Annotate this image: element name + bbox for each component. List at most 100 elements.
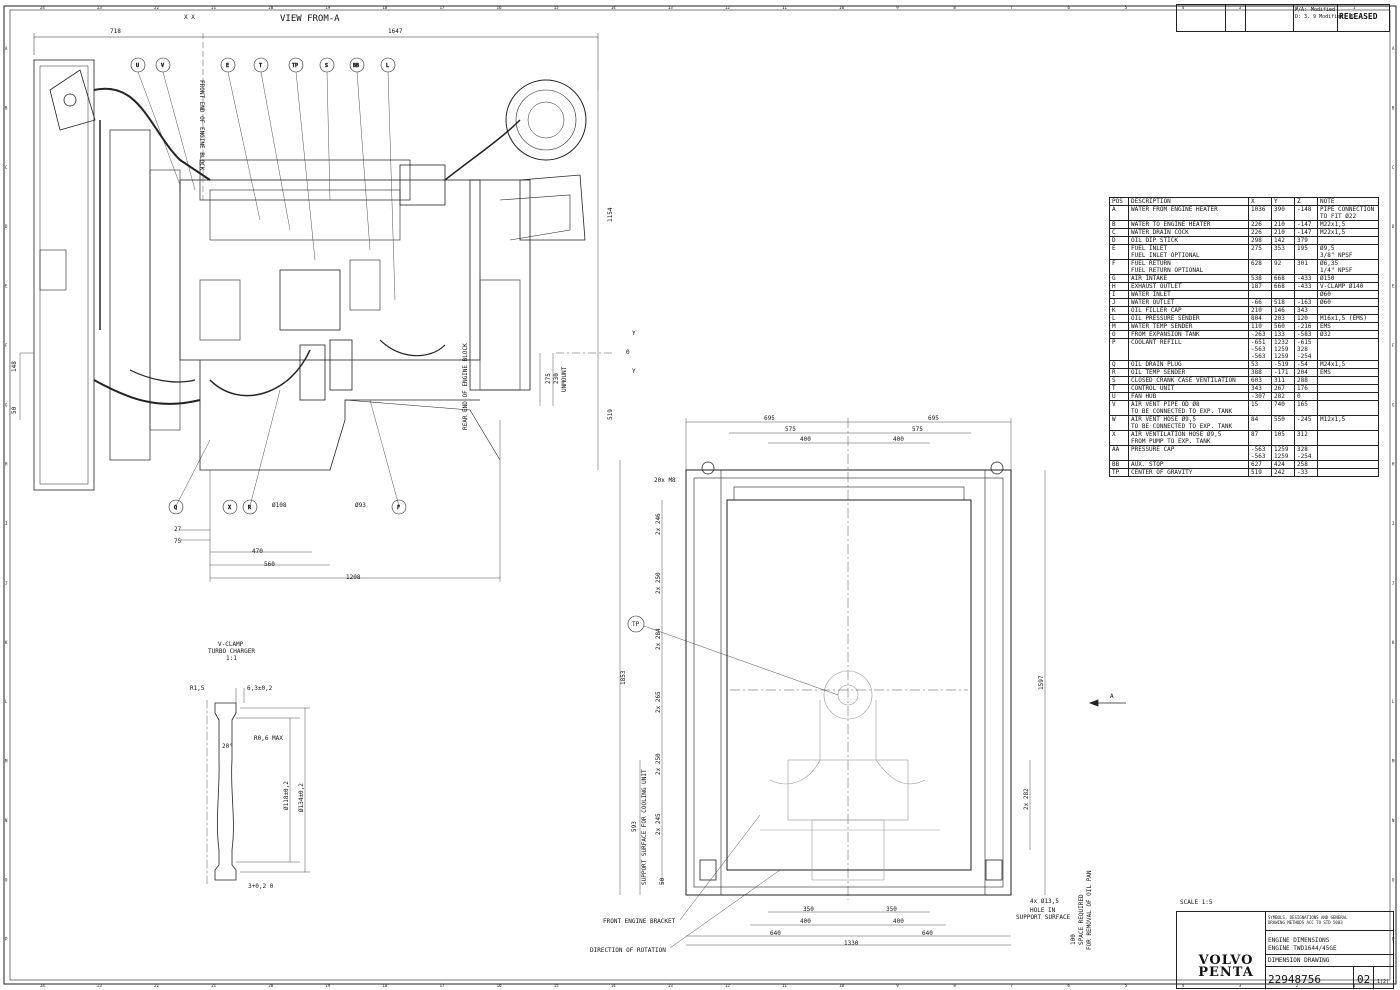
hole-note-1: 4x Ø13,5 <box>1030 898 1059 905</box>
zone-number-bottom: 10 <box>839 983 844 988</box>
table-cell: AUX. STOP <box>1128 460 1249 469</box>
table-cell: 311 <box>1271 376 1295 385</box>
table-cell: G <box>1109 274 1129 283</box>
callout-tp: TP <box>292 63 298 69</box>
callout-l: L <box>386 63 389 69</box>
dim-1597: 1597 <box>1038 675 1045 690</box>
table-cell: 343 <box>1294 306 1318 315</box>
title-block: SYMBOLS, DESIGNATIONS AND GENERAL DRAWIN… <box>1176 911 1394 989</box>
dim-350-left: 350 <box>803 906 814 913</box>
callout-e: E <box>226 63 229 69</box>
zone-letter-right: J <box>1392 580 1394 585</box>
zone-letter-left: G <box>5 402 8 407</box>
table-cell: 804 <box>1248 314 1272 323</box>
callout-u: U <box>136 63 139 69</box>
zone-letter-left: B <box>5 105 8 110</box>
dia-93: Ø93 <box>355 502 366 509</box>
rear-end-label: REAR END OF ENGINE BLOCK <box>462 343 469 430</box>
table-header: X <box>1248 197 1272 206</box>
dim-unmount: UNMOUNT <box>561 366 568 392</box>
zone-number-top: 7 <box>1010 5 1013 10</box>
zone-number-bottom: 22 <box>154 983 159 988</box>
dim-560: 560 <box>264 561 275 568</box>
mod-detail: D: 3. 9 Modified: MD <box>1295 14 1356 20</box>
table-cell: M16x1,5 (EMS) <box>1317 314 1379 323</box>
dim-148: 148 <box>11 361 18 372</box>
table-cell: S <box>1109 376 1129 385</box>
zone-number-top: 19 <box>325 5 330 10</box>
vclamp-subtitle: TURBO CHARGER <box>208 648 255 655</box>
table-cell: M <box>1109 322 1129 331</box>
zone-letter-left: C <box>5 165 8 170</box>
table-cell <box>1317 460 1379 469</box>
table-cell: 210 <box>1271 228 1295 237</box>
callout-circle <box>242 499 258 515</box>
mod-label: Modified <box>1311 7 1336 13</box>
zone-number-bottom: 7 <box>1010 983 1013 988</box>
table-cell: 740 <box>1271 400 1295 416</box>
zone-number-top: 14 <box>611 5 616 10</box>
y-mark-mid: 0 <box>626 349 630 356</box>
table-cell: -54 <box>1294 360 1318 369</box>
table-cell: -433 <box>1294 274 1318 283</box>
table-cell: 15 <box>1248 400 1272 416</box>
table-cell: 668 <box>1271 282 1295 291</box>
table-cell: 133 <box>1271 330 1295 339</box>
dim-100: 100 <box>1070 934 1077 945</box>
table-cell: 110 <box>1248 322 1272 331</box>
table-cell: 288 <box>1294 376 1318 385</box>
table-cell: 210 <box>1271 220 1295 229</box>
zone-letter-right: M <box>1392 759 1395 764</box>
chain-dim: 2x 250 <box>655 572 662 594</box>
symbols-note: SYMBOLS, DESIGNATIONS AND GENERAL DRAWIN… <box>1268 915 1348 925</box>
callout-r: R <box>248 505 252 511</box>
table-cell: K <box>1109 306 1129 315</box>
table-cell: EMS <box>1317 322 1379 331</box>
table-cell: PIPE CONNECTION TO FIT Ø22 <box>1317 205 1379 221</box>
table-cell: 603 <box>1248 376 1272 385</box>
zone-letter-right: I <box>1392 521 1395 526</box>
table-cell: 550 <box>1271 415 1295 431</box>
zone-number-top: 20 <box>268 5 273 10</box>
table-cell: 328 -254 <box>1294 445 1318 461</box>
table-cell: EXHAUST OUTLET <box>1128 282 1249 291</box>
zone-number-bottom: 2 <box>1296 983 1299 988</box>
table-cell: AIR INTAKE <box>1128 274 1249 283</box>
table-cell: COOLANT REFILL <box>1128 338 1249 361</box>
dim-1208: 1208 <box>346 574 361 581</box>
zone-letter-right: C <box>1392 165 1395 170</box>
table-cell: FAN HUB <box>1128 392 1249 401</box>
zone-number-bottom: 15 <box>554 983 559 988</box>
zone-number-bottom: 12 <box>725 983 730 988</box>
zone-number-bottom: 23 <box>97 983 102 988</box>
table-cell: CONTROL UNIT <box>1128 384 1249 393</box>
zone-letter-right: B <box>1392 105 1395 110</box>
table-cell: -147 <box>1294 220 1318 229</box>
table-cell: C <box>1109 228 1129 237</box>
table-cell: 267 <box>1271 384 1295 393</box>
table-cell: CLOSED CRANK CASE VENTILATION <box>1128 376 1249 385</box>
table-cell <box>1317 338 1379 361</box>
table-cell: 518 <box>1271 298 1295 307</box>
chain-dim: 2x 245 <box>655 813 662 835</box>
zone-letter-left: D <box>5 224 8 229</box>
table-cell: TP <box>1109 468 1129 477</box>
vclamp-ang: 20° <box>222 743 233 750</box>
table-cell: A <box>1109 205 1129 221</box>
table-cell: AIR VENT HOSE Ø9,5 TO BE CONNECTED TO EX… <box>1128 415 1249 431</box>
hole-note-3: SUPPORT SURFACE <box>1016 914 1071 921</box>
zone-number-bottom: 9 <box>896 983 899 988</box>
zone-number-top: 11 <box>782 5 787 10</box>
dim-695-left: 695 <box>764 415 775 422</box>
table-cell: OIL FILLER CAP <box>1128 306 1249 315</box>
table-cell: 388 <box>1248 368 1272 377</box>
table-cell: -583 <box>1294 330 1318 339</box>
table-cell: Ø32 <box>1317 330 1379 339</box>
dim-400-br: 400 <box>893 918 904 925</box>
table-cell: WATER OUTLET <box>1128 298 1249 307</box>
